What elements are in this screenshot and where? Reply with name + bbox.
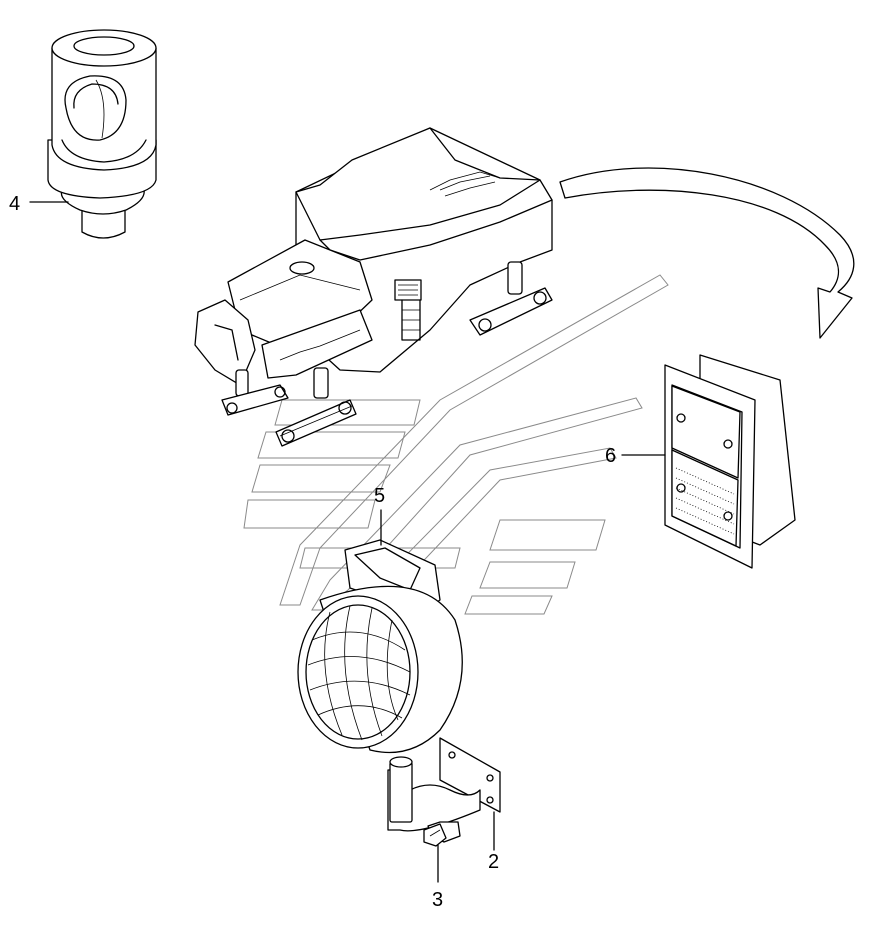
callout-4: 4: [9, 193, 20, 215]
leader-lines: [29, 201, 666, 883]
work-lamp-icon: [297, 539, 463, 754]
callout-labels: 4 5 6 2 3: [9, 193, 616, 911]
cold-milling-machine-icon: [194, 127, 553, 447]
callout-3: 3: [432, 889, 443, 911]
curved-arrow-icon: [559, 167, 855, 339]
mounting-bracket-icon: [387, 737, 501, 832]
callout-2: 2: [488, 851, 499, 873]
bolt-icon: [423, 821, 461, 847]
callout-6: 6: [605, 445, 616, 467]
switch-panel-icon: [664, 354, 796, 569]
callout-5: 5: [374, 485, 385, 507]
rotating-beacon-icon: [47, 29, 157, 239]
background-logo: [243, 274, 669, 615]
